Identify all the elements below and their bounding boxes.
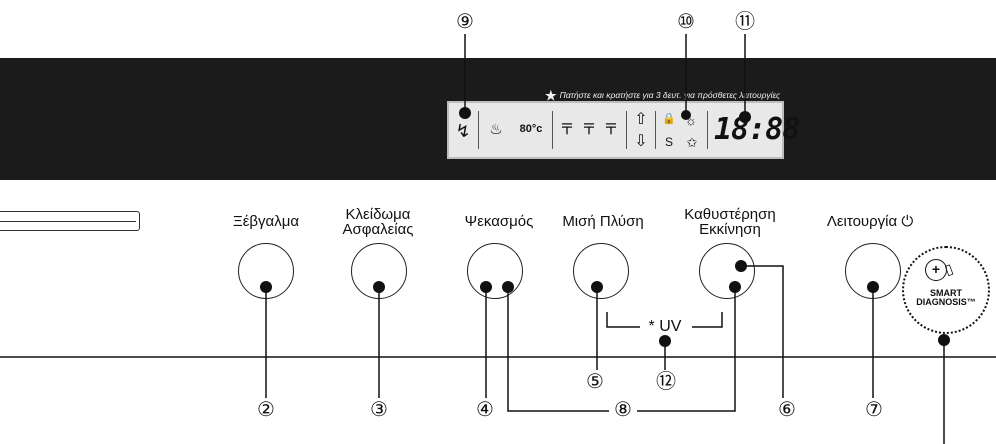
lcd-divider — [707, 111, 708, 149]
lcd-divider — [655, 111, 656, 149]
button-label-rinse: Ξέβγαλμα — [232, 213, 300, 230]
callout-2: ② — [257, 399, 275, 421]
diagnosis-label: DIAGNOSIS™ — [916, 297, 976, 307]
callout-7: ⑦ — [865, 399, 883, 421]
smart-label: SMART — [930, 288, 962, 298]
dot-9 — [459, 107, 471, 119]
leader-line-6 — [741, 265, 784, 398]
star-icon: ★ — [545, 88, 557, 103]
dot-smart — [938, 334, 950, 346]
temperature-icon: 80°c — [519, 123, 543, 135]
lcd-display — [447, 101, 784, 159]
dot-8b — [729, 281, 741, 293]
door-handle — [0, 211, 140, 231]
leader-line-8-left — [507, 287, 609, 412]
callout-3: ③ — [370, 399, 388, 421]
dot-4 — [480, 281, 492, 293]
salt-icon: S — [664, 135, 673, 149]
lock-icon: 🔒 — [662, 113, 676, 125]
callout-11: ⑪ — [735, 11, 755, 33]
button-label-spray: Ψεκασμός — [464, 213, 534, 230]
dot-11 — [739, 111, 751, 123]
dot-10 — [681, 110, 691, 120]
arrow-down-icon: ⇩ — [634, 133, 648, 150]
medical-cross-icon: + — [925, 259, 947, 281]
leader-line-8-right — [637, 287, 736, 412]
arrow-up-icon: ⇧ — [634, 111, 648, 128]
uv-bracket-left — [606, 312, 640, 328]
spray-button[interactable] — [467, 243, 523, 299]
dry-icon: ♨ — [489, 121, 503, 138]
spray-upper-icon: 〒 — [581, 121, 597, 138]
callout-6: ⑥ — [778, 399, 796, 421]
delay-start-button[interactable] — [699, 243, 755, 299]
dot-7 — [867, 281, 879, 293]
dot-12 — [659, 335, 671, 347]
button-label-safety-lock: Κλείδωμα Ασφαλείας — [342, 206, 414, 238]
dot-2 — [260, 281, 272, 293]
spray-lower-icon: 〒 — [559, 121, 575, 138]
callout-8: ⑧ — [614, 399, 632, 421]
dot-5 — [591, 281, 603, 293]
spray-both-icon: 〒 — [603, 121, 619, 138]
button-label-half-load: Μισή Πλύση — [562, 213, 644, 230]
lcd-divider — [626, 111, 627, 149]
dot-8a — [502, 281, 514, 293]
door-handle-inner-line — [0, 221, 136, 222]
lcd-note-text: Πατήστε και κρατήστε για 3 δευτ. για πρό… — [559, 90, 781, 100]
uv-label: * UV — [648, 318, 682, 335]
smart-diagnosis-badge[interactable] — [902, 246, 990, 334]
button-label-delay-start: Καθυστέρηση Εκκίνηση — [684, 206, 776, 238]
rinse-aid-icon: ✩ — [686, 135, 698, 150]
callout-4: ④ — [476, 399, 494, 421]
dot-3 — [373, 281, 385, 293]
lcd-note: ★Πατήστε και κρατήστε για 3 δευτ. για πρ… — [545, 88, 780, 104]
rinse-icon: ↯ — [455, 121, 471, 141]
callout-9: ⑨ — [456, 11, 474, 33]
dot-6 — [735, 260, 747, 272]
callout-10: ⑩ — [677, 11, 695, 33]
lcd-divider — [478, 111, 479, 149]
sun-icon: ☼ — [685, 113, 697, 128]
callout-5: ⑤ — [586, 371, 604, 393]
lcd-divider — [552, 111, 553, 149]
time-display: 18:88 — [714, 112, 800, 147]
uv-bracket-right — [692, 312, 723, 328]
callout-12: ⑫ — [656, 371, 676, 393]
button-label-power: Λειτουργία ⏻ — [826, 213, 914, 230]
